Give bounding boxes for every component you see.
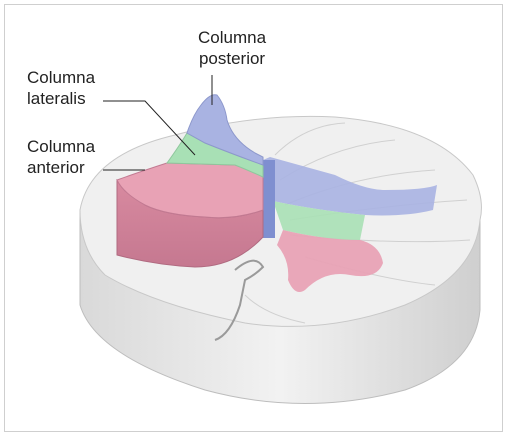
label-columna-anterior-line2: anterior bbox=[27, 157, 95, 178]
leader-line-lateralis bbox=[103, 101, 195, 155]
label-columna-lateralis-line1: Columna bbox=[27, 67, 95, 88]
label-columna-anterior: Columna anterior bbox=[27, 136, 95, 178]
label-columna-lateralis: Columna lateralis bbox=[27, 67, 95, 109]
label-columna-posterior-line1: Columna bbox=[198, 27, 266, 48]
label-columna-lateralis-line2: lateralis bbox=[27, 88, 95, 109]
label-columna-posterior-line2: posterior bbox=[198, 48, 266, 69]
label-columna-anterior-line1: Columna bbox=[27, 136, 95, 157]
figure-frame: Columna posterior Columna lateralis Colu… bbox=[4, 4, 503, 432]
label-columna-posterior: Columna posterior bbox=[198, 27, 266, 69]
